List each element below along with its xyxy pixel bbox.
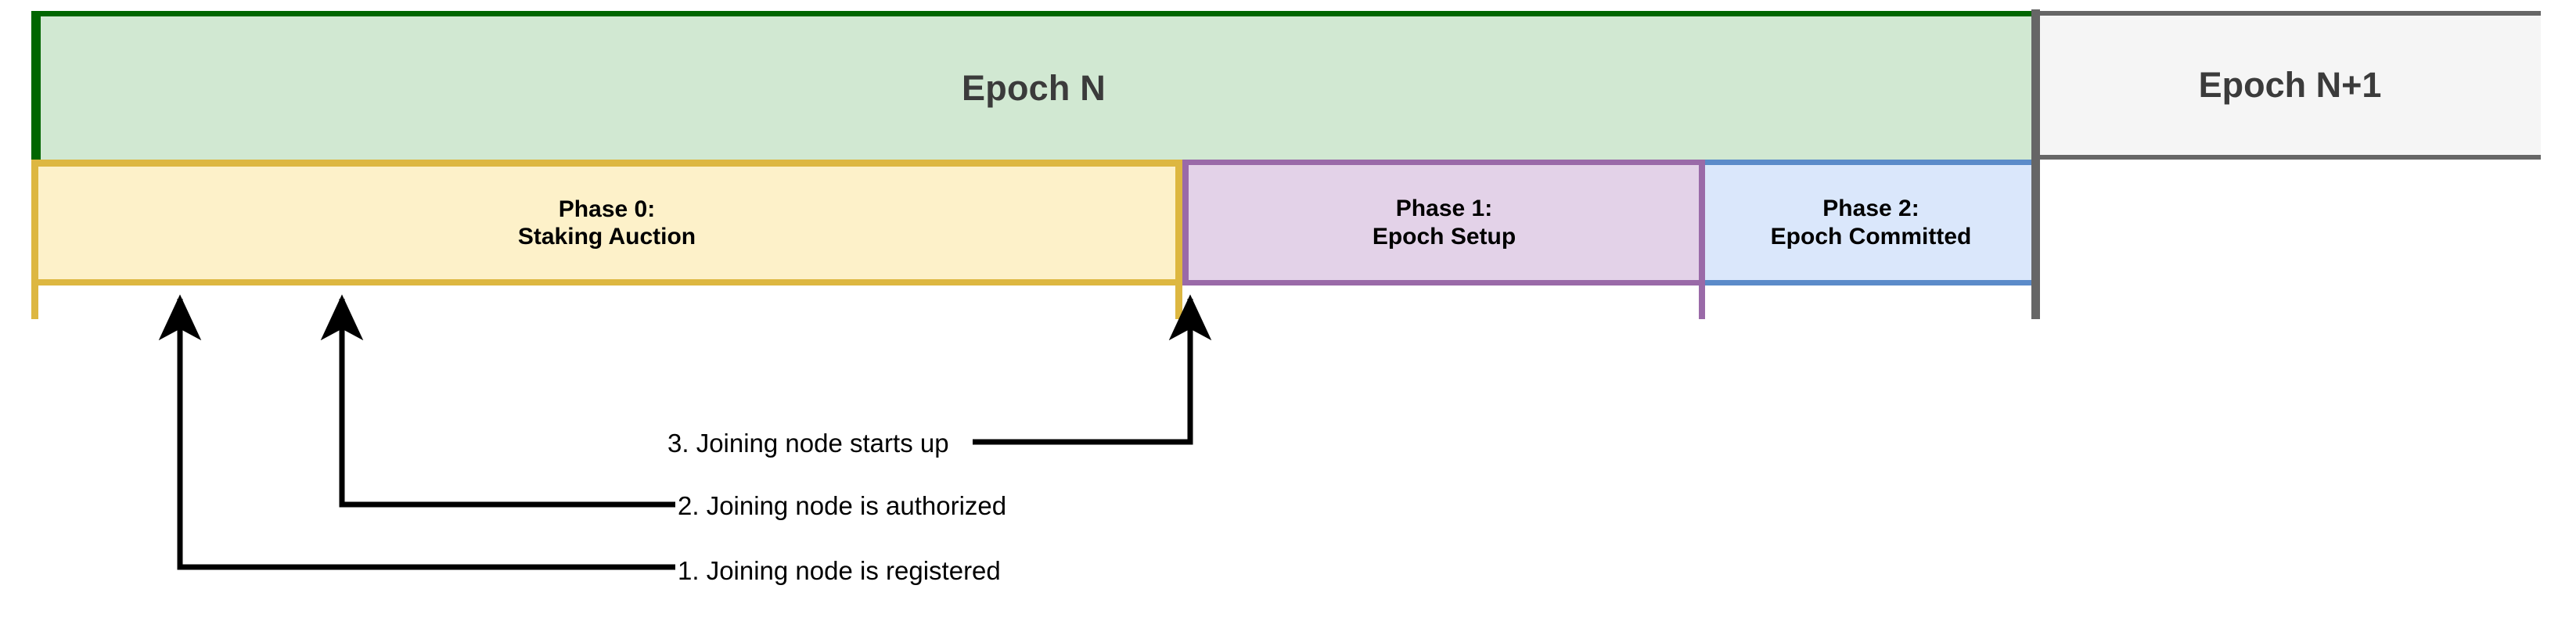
phase-1-right-boundary-tick [1699, 160, 1705, 319]
phase-0-block: Phase 0: Staking Auction [31, 160, 1182, 285]
phase-2-block: Phase 2: Epoch Committed [1705, 160, 2037, 285]
phase-0-subtitle: Staking Auction [517, 224, 696, 250]
connector-event-1 [158, 294, 675, 570]
phase-0-right-boundary-tick [1175, 160, 1182, 319]
epoch-boundary-divider [2031, 9, 2040, 319]
phase-1-block: Phase 1: Epoch Setup [1182, 160, 1700, 285]
connector-event-3 [973, 294, 1212, 445]
event-label-2: 2. Joining node is authorized [678, 491, 1007, 520]
event-label-1: 1. Joining node is registered [678, 556, 1001, 585]
epoch-next-band: Epoch N+1 [2039, 11, 2541, 160]
connector-event-2 [320, 294, 675, 508]
phase-0-left-boundary-tick [31, 160, 38, 319]
phase-2-subtitle: Epoch Committed [1770, 223, 1972, 250]
epoch-current-label: Epoch N [962, 67, 1106, 108]
phase-0-title: Phase 0: [558, 196, 656, 222]
epoch-next-label: Epoch N+1 [2198, 65, 2382, 105]
phase-1-title: Phase 1: [1395, 196, 1493, 222]
epoch-current-band: Epoch N [31, 11, 2036, 160]
event-label-3: 3. Joining node starts up [667, 429, 949, 458]
phase-2-title: Phase 2: [1822, 196, 1919, 222]
phase-1-subtitle: Epoch Setup [1372, 223, 1516, 250]
